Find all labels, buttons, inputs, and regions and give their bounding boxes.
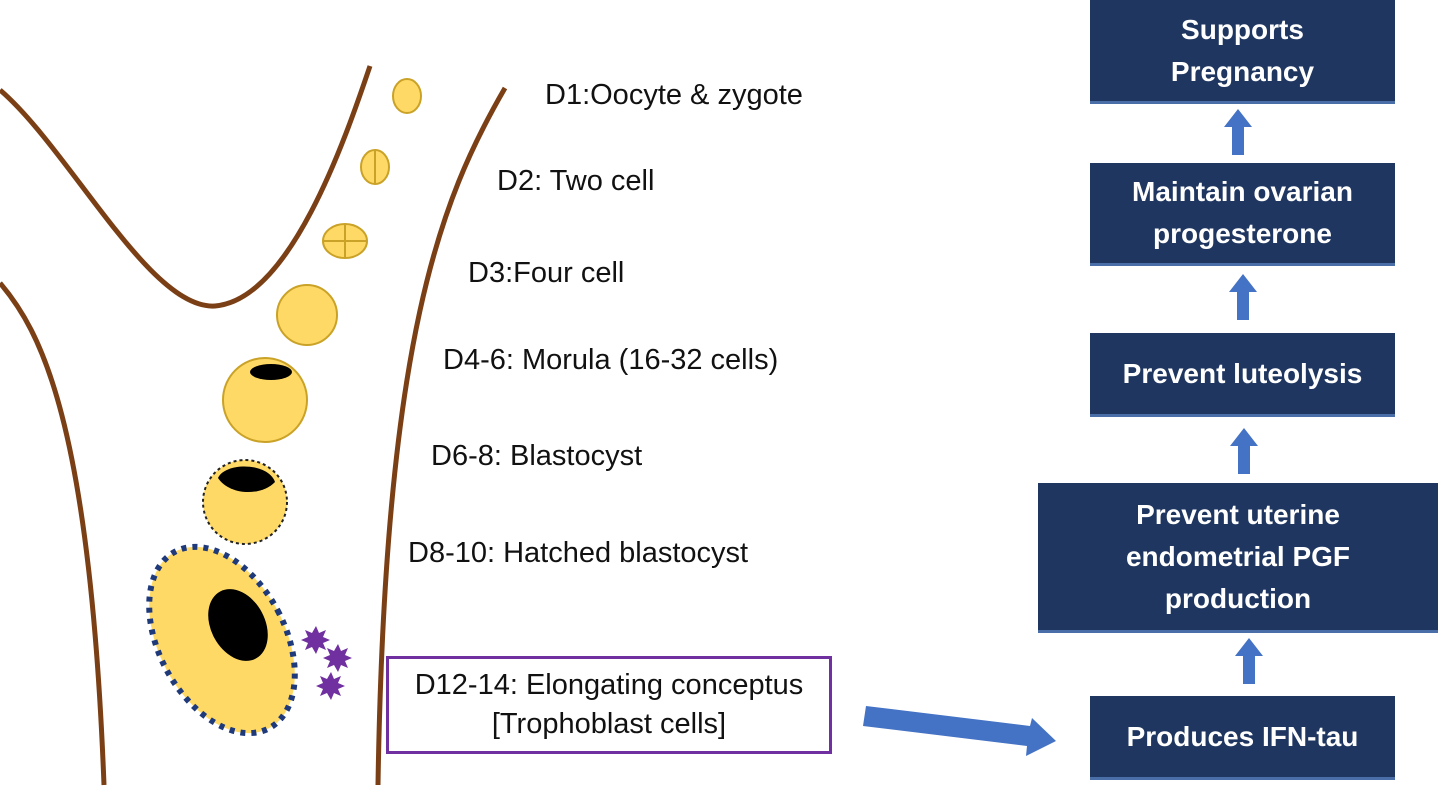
flow-box-prevent-luteolysis: Prevent luteolysis: [1090, 333, 1395, 417]
up-arrow-icon: [1235, 638, 1263, 684]
flow-box-maintain-progesterone: Maintain ovarian progesterone: [1090, 163, 1395, 266]
flow-box-text: Maintain ovarian: [1132, 176, 1353, 207]
stage-label-d8-10: D8-10: Hatched blastocyst: [408, 537, 749, 569]
flow-box-text: Supports: [1181, 13, 1304, 45]
four-cell-embryo: [322, 223, 368, 259]
blastocyst-embryo: [202, 459, 288, 545]
flow-box-text: production: [1164, 582, 1312, 614]
flow-box-text: Prevent uterine: [1136, 498, 1340, 530]
zygote-embryo: [392, 78, 422, 114]
oviduct-wall-right: [375, 86, 508, 786]
flow-box-text: Produces IFN-tau: [1126, 720, 1359, 752]
flow-box-prevent-pgf-production: Prevent uterine endometrial PGF producti…: [1038, 483, 1438, 633]
stage-label-d1: D1:Oocyte & zygote: [545, 79, 803, 111]
flow-box-supports-pregnancy: Supports Pregnancy: [1090, 0, 1395, 104]
flow-box-text: Prevent luteolysis: [1122, 357, 1363, 389]
up-arrow-icon: [1230, 428, 1258, 474]
oviduct-wall-left: [0, 281, 107, 786]
up-arrow-icon: [1224, 109, 1252, 155]
morula-embryo: [276, 284, 338, 346]
flow-box-text: endometrial PGF: [1125, 540, 1351, 572]
trophoblast-cells-label: [Trophoblast cells]: [491, 708, 727, 740]
elongating-conceptus-box: D12-14: Elongating conceptus [Trophoblas…: [386, 656, 832, 754]
flow-box-text: progesterone: [1153, 218, 1332, 249]
up-arrow-icon: [1229, 274, 1257, 320]
stage-label-d4-6: D4-6: Morula (16-32 cells): [443, 344, 779, 376]
flow-box-produces-ifn-tau: Produces IFN-tau: [1090, 696, 1395, 780]
stage-label-d3: D3:Four cell: [468, 257, 625, 289]
early-blastocyst-embryo: [222, 357, 308, 443]
flow-box-text: Pregnancy: [1170, 55, 1315, 87]
stage-label-d6-8: D6-8: Blastocyst: [431, 440, 643, 472]
two-cell-embryo: [360, 149, 390, 185]
elongating-conceptus-label: D12-14: Elongating conceptus: [414, 669, 804, 701]
ifn-tau-signal-icon: [301, 626, 352, 700]
elongating-conceptus: [146, 543, 298, 737]
stage-label-d2: D2: Two cell: [497, 165, 655, 197]
right-arrow-icon: [863, 706, 1056, 756]
oviduct-wall-upper: [0, 65, 373, 309]
